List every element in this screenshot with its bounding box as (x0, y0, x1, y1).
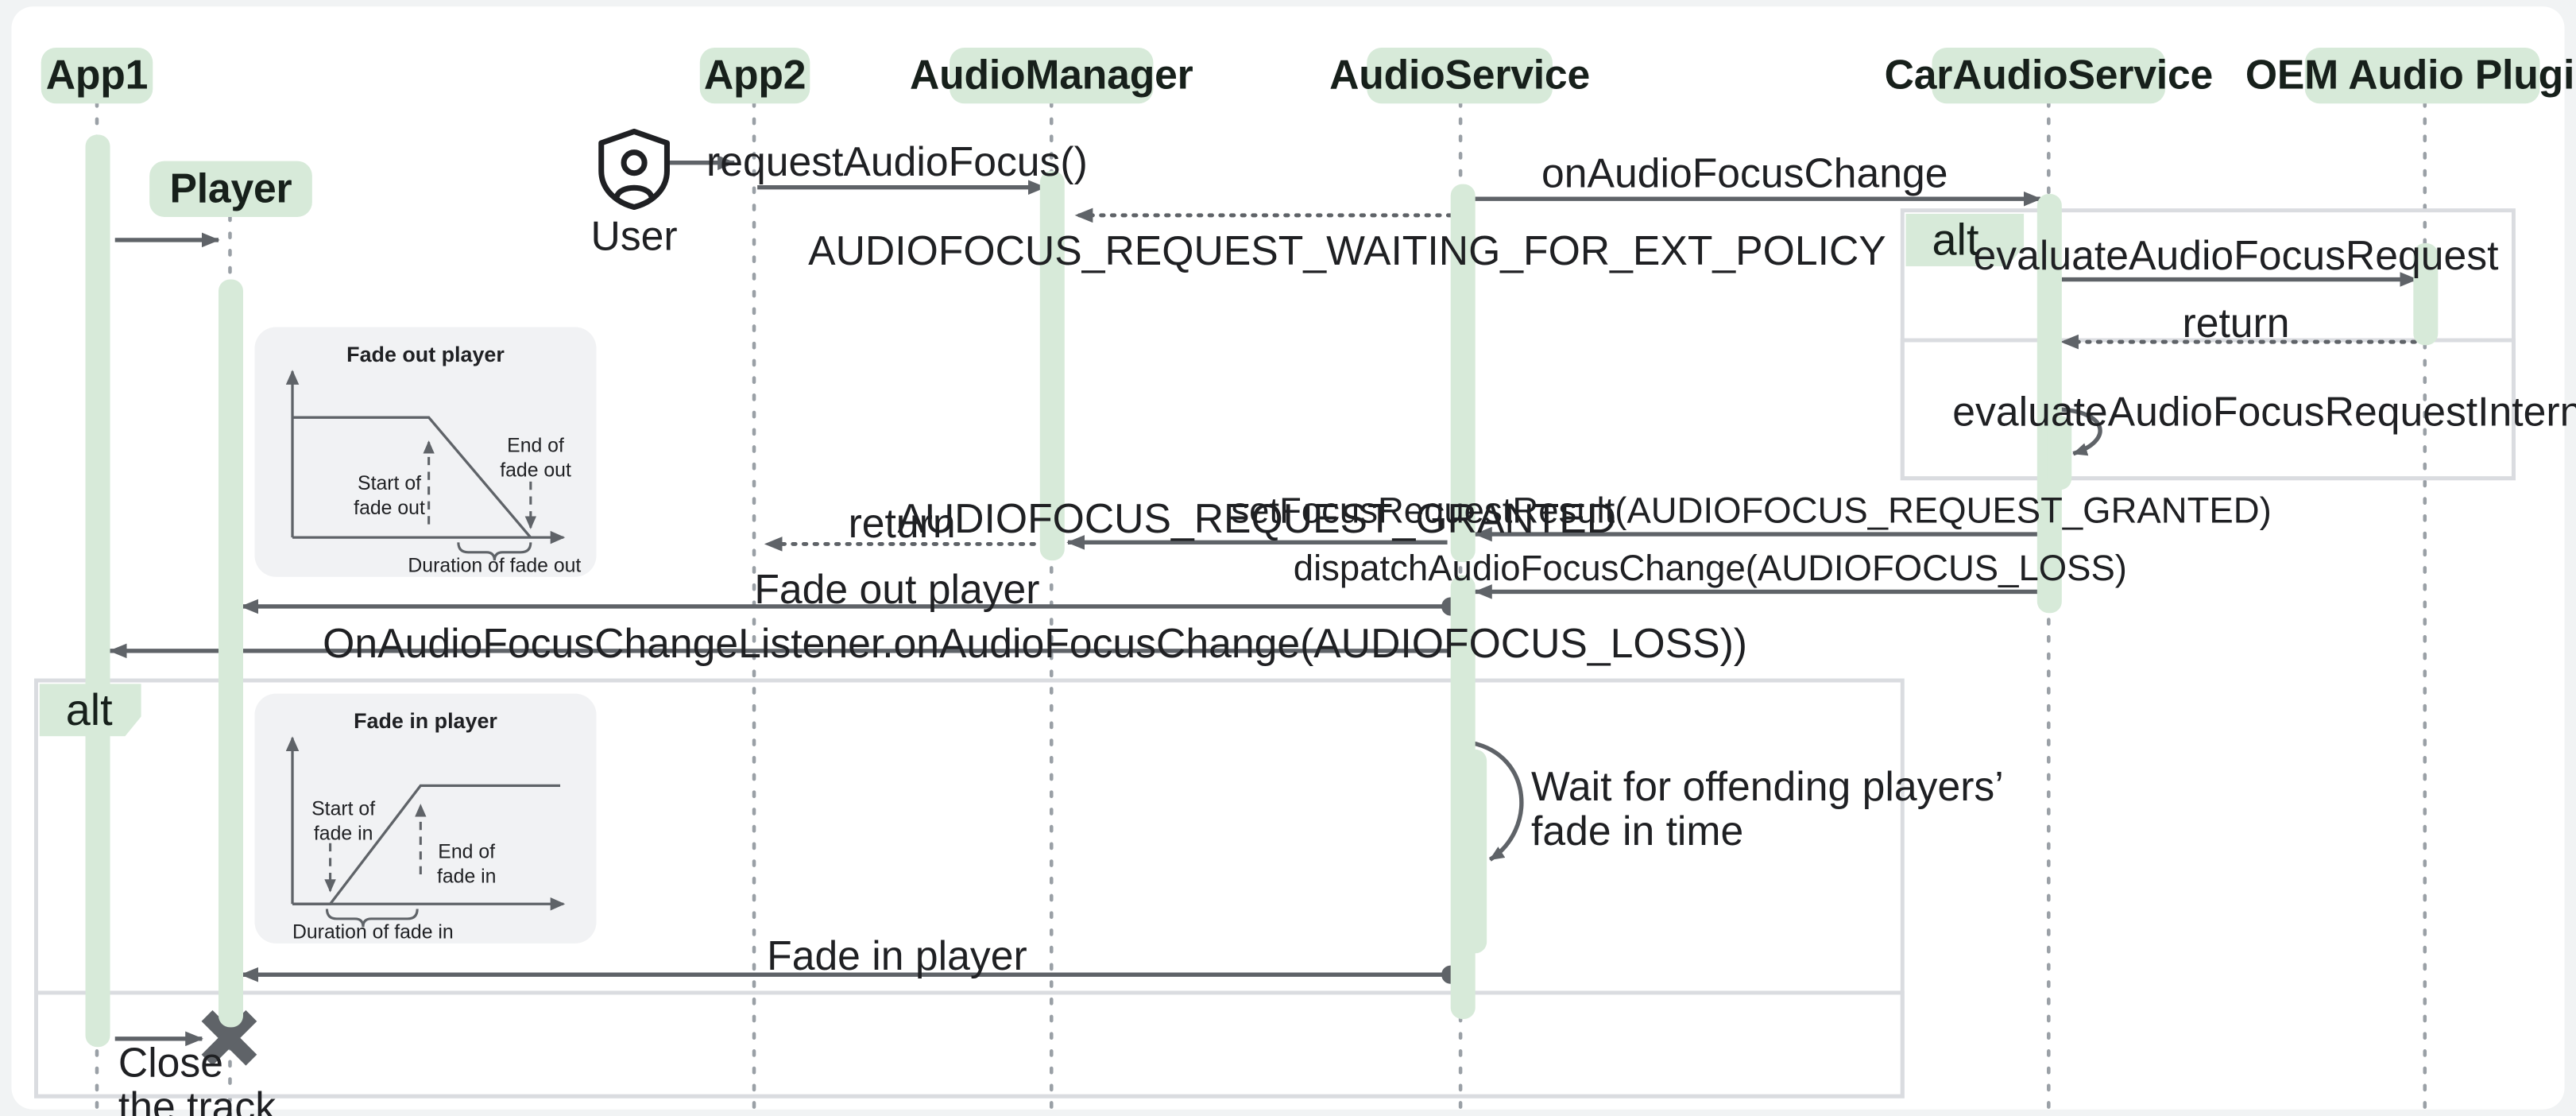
participant-audioservice[interactable]: AudioService (1329, 47, 1590, 104)
participant-label: CarAudioService (1884, 52, 2214, 99)
participant-oem-audio-plugin[interactable]: OEM Audio Plugin (2245, 47, 2576, 104)
fade-in-end-label: End of fade in (408, 840, 526, 888)
fragment-label-alt-left: alt (39, 684, 141, 737)
participant-app2[interactable]: App2 (699, 47, 810, 104)
note-close-track-line2: the track (118, 1084, 277, 1116)
fade-in-start-line1: Start of (311, 796, 376, 820)
fade-out-end-line2: fade out (500, 458, 571, 482)
fragment-alt-text: alt (1932, 214, 1979, 264)
fade-out-chart-plot (285, 370, 566, 561)
participant-label: Player (169, 165, 292, 211)
activation-app1 (85, 134, 110, 1048)
activation-caraudioservice-nested (2047, 416, 2072, 490)
activation-audiomanager (1039, 171, 1065, 561)
message-label-setFocusRequestResult: setFocusRequestResult(AUDIOFOCUS_REQUEST… (1231, 490, 2272, 531)
message-label-dispatchAudioFocusChange: dispatchAudioFocusChange(AUDIOFOCUS_LOSS… (1293, 547, 2127, 589)
message-label-onAudioFocusChangeListener: OnAudioFocusChangeListener.onAudioFocusC… (323, 621, 1748, 668)
activation-oem-plugin (2413, 243, 2439, 346)
participant-audiomanager[interactable]: AudioManager (910, 47, 1193, 104)
participant-label: App1 (45, 52, 149, 99)
participant-label: App2 (703, 52, 806, 99)
participant-caraudioservice[interactable]: CarAudioService (1885, 47, 2213, 104)
message-label-fade-out-player: Fade out player (754, 567, 1040, 614)
activation-caraudioservice (2036, 193, 2062, 614)
participant-label: AudioManager (910, 52, 1193, 99)
activation-audioservice-1 (1450, 184, 1476, 563)
fragment-alt-text: alt (65, 684, 113, 734)
message-label-fade-in-player: Fade in player (767, 933, 1027, 980)
note-close-track-line1: Close (118, 1040, 224, 1087)
note-wait-fade-in-line2: fade in time (1531, 808, 1744, 855)
note-wait-fade-in-line1: Wait for offending players’ (1531, 764, 2004, 811)
message-label-return-manager: return (848, 501, 956, 548)
message-label-grant: AUDIOFOCUS_REQUEST_GRANTED (897, 496, 1617, 543)
fade-in-end-line2: fade in (436, 863, 497, 887)
fragment-label-alt-right: alt (1905, 213, 2025, 266)
message-label-waiting-ext-policy: AUDIOFOCUS_REQUEST_WAITING_FOR_EXT_POLIC… (808, 228, 1886, 275)
message-label-requestAudioFocus: requestAudioFocus() (706, 139, 1088, 186)
message-label-onAudioFocusChange: onAudioFocusChange (1541, 151, 1948, 198)
participant-player[interactable]: Player (149, 161, 312, 217)
fade-out-start-label: Start of fade out (323, 471, 454, 519)
fade-out-duration-label: Duration of fade out (408, 553, 582, 577)
fade-in-start-label: Start of fade in (284, 797, 403, 845)
message-label-evaluateInternally: evaluateAudioFocusRequestInternally (1952, 389, 2576, 436)
user-label: User (590, 213, 678, 260)
participant-app1[interactable]: App1 (41, 47, 153, 104)
fade-out-end-label: End of fade out (477, 434, 595, 482)
fade-out-end-line1: End of (507, 433, 564, 457)
fade-out-start-line1: Start of (358, 471, 422, 495)
participant-label: AudioService (1329, 52, 1591, 99)
message-label-evaluateAudioFocusRequest: evaluateAudioFocusRequest (1973, 233, 2499, 280)
fade-out-chart-title: Fade out player (346, 342, 505, 367)
activation-audioservice-nested (1462, 749, 1487, 954)
fade-in-start-line2: fade in (313, 821, 373, 845)
activation-player (218, 279, 244, 1028)
fade-out-start-line2: fade out (354, 495, 425, 519)
fade-out-chart-card: Fade out player (254, 327, 597, 577)
participant-label: OEM Audio Plugin (2245, 52, 2576, 99)
fade-in-chart-card: Fade in player Start of fade in End of f… (254, 693, 597, 944)
fade-in-end-line1: End of (438, 839, 496, 863)
fade-in-duration-label: Duration of fade in (292, 920, 454, 944)
fade-in-chart-title: Fade in player (354, 708, 497, 734)
message-label-return-oem: return (2182, 300, 2290, 347)
fade-in-chart-plot (285, 736, 566, 928)
user-shield-icon (594, 128, 673, 219)
